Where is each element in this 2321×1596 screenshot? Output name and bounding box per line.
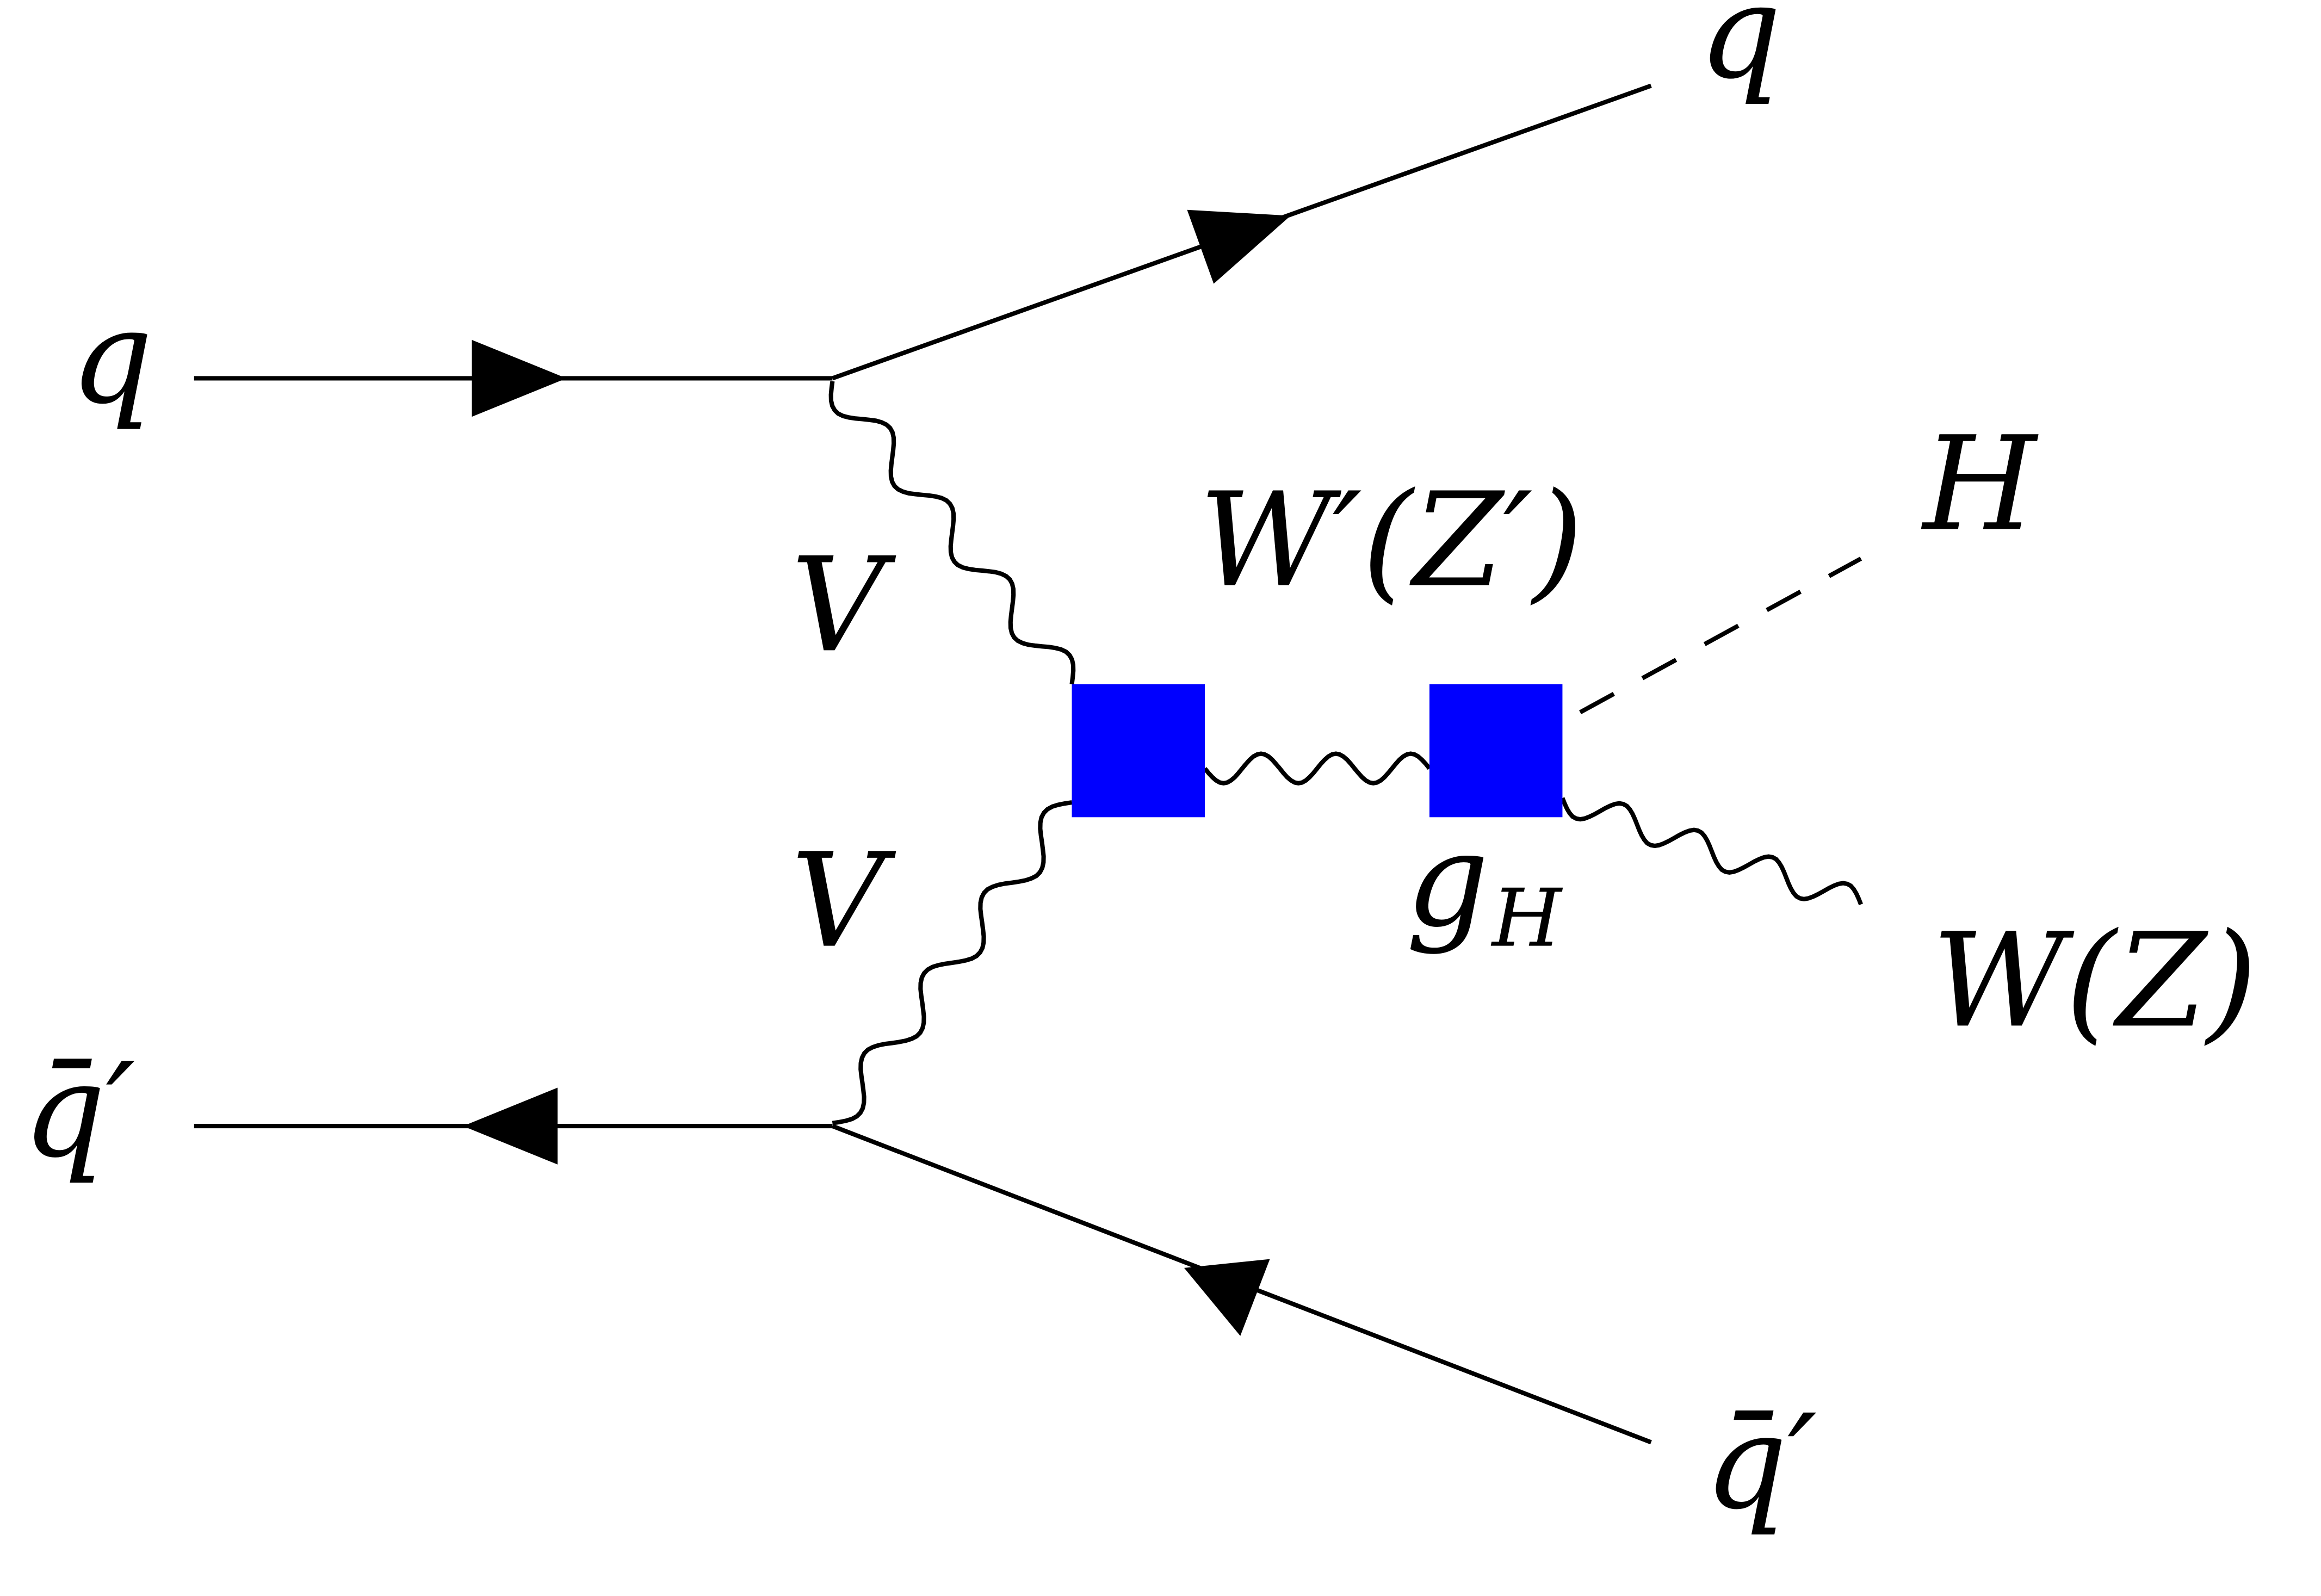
label-boson-lower: V xyxy=(791,826,896,977)
label-vector-out: W(Z) xyxy=(1932,905,2257,1056)
label-incoming-antiquark: q̄′ xyxy=(23,1035,135,1186)
label-boson-upper: V xyxy=(791,530,896,681)
upper-v-boson-line xyxy=(828,381,1076,685)
resonance-boson-line xyxy=(1203,751,1432,785)
production-vertex xyxy=(1072,684,1205,818)
lower-v-boson-line xyxy=(832,800,1073,1125)
higgs-line xyxy=(1579,556,1862,715)
outgoing-quark-arrow xyxy=(1187,209,1291,284)
outgoing-w-boson-line xyxy=(1560,797,1863,906)
incoming-antiquark-arrow xyxy=(463,1087,558,1165)
coupling-main: g xyxy=(1406,805,1489,956)
coupling-subscript: H xyxy=(1490,872,1563,965)
label-outgoing-quark: q xyxy=(1698,0,1781,108)
incoming-quark-arrow xyxy=(472,339,567,417)
outgoing-antiquark-arrow xyxy=(1184,1259,1270,1336)
label-resonance: W′(Z′) xyxy=(1199,465,1583,616)
label-incoming-quark: q xyxy=(70,282,153,433)
label-higgs: H xyxy=(1921,409,2039,560)
label-outgoing-antiquark: q̄′ xyxy=(1704,1387,1817,1538)
decay-vertex-gh xyxy=(1429,684,1563,818)
